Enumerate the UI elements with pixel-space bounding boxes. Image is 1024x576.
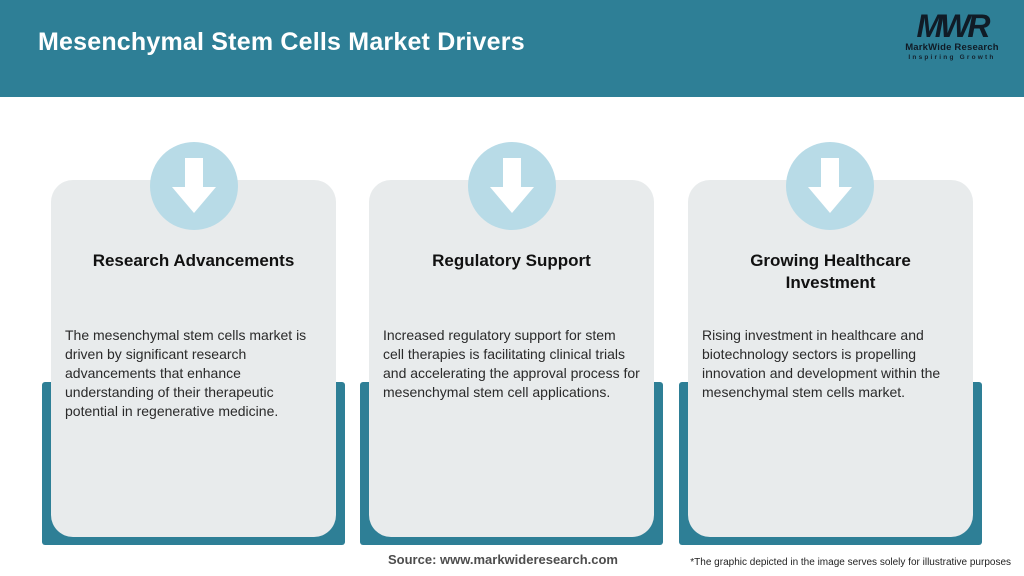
logo-acronym: MWR <box>916 8 991 44</box>
down-arrow-icon <box>786 142 874 230</box>
logo-name: MarkWide Research <box>905 42 999 53</box>
card-title: Regulatory Support <box>432 251 591 270</box>
driver-card-growing-healthcare-investment: Growing Healthcare Investment Rising inv… <box>688 180 973 537</box>
markwide-research-logo: MWR MarkWide Research Inspiring Growth <box>904 10 1000 62</box>
card-description: Rising investment in healthcare and biot… <box>702 327 941 400</box>
disclaimer-text: *The graphic depicted in the image serve… <box>690 557 1011 568</box>
source-text: Source: www.markwideresearch.com <box>387 552 619 567</box>
page-title: Mesenchymal Stem Cells Market Drivers <box>38 28 525 56</box>
header-bar: Mesenchymal Stem Cells Market Drivers MW… <box>0 0 1024 97</box>
logo-tagline: Inspiring Growth <box>908 54 996 61</box>
down-arrow-icon <box>468 142 556 230</box>
card-description: Increased regulatory support for stem ce… <box>383 327 640 400</box>
card-title: Research Advancements <box>92 251 295 270</box>
card-description: The mesenchymal stem cells market is dri… <box>65 327 307 419</box>
driver-card-research-advancements: Research Advancements The mesenchymal st… <box>51 180 336 537</box>
card-title: Growing Healthcare Investment <box>750 251 911 292</box>
down-arrow-icon <box>150 142 238 230</box>
driver-card-regulatory-support: Regulatory Support Increased regulatory … <box>369 180 654 537</box>
